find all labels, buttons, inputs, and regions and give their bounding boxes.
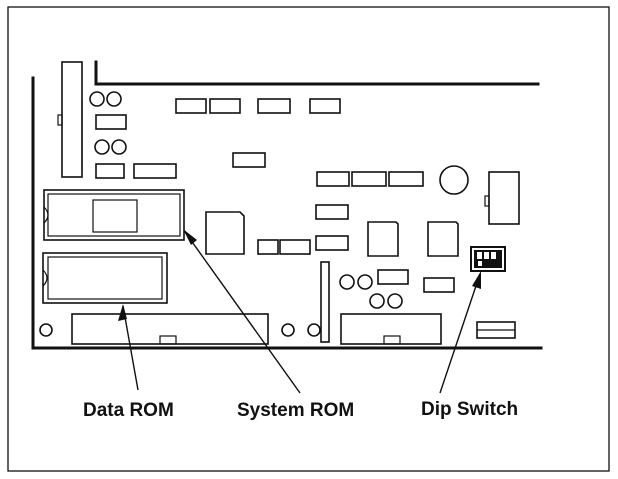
square-chips [205,171,520,257]
dip-switch-label: Dip Switch [421,399,519,420]
bottom-connectors [71,261,516,345]
leader-lines [118,229,481,394]
dip-switch-component [470,246,506,272]
edge-connector [57,61,83,178]
data-rom-label: Data ROM [83,400,174,421]
data-rom-chip [42,252,168,304]
round-components [39,91,469,337]
board-outline [31,60,543,350]
system-rom-label: System ROM [237,400,355,421]
small-chips [95,98,455,293]
figure-frame [7,6,610,472]
system-rom-chip [43,189,185,241]
